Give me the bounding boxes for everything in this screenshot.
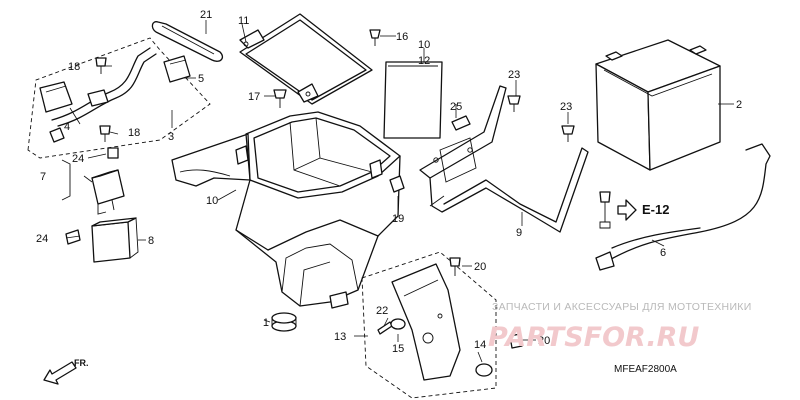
battery-bracket-part-9 — [419, 85, 589, 233]
callout-18-bottom: 18 — [128, 127, 140, 139]
bolt-part-17 — [273, 89, 287, 108]
battery-cable-part-6 — [595, 143, 771, 271]
section-ref-e12: E-12 — [642, 202, 669, 217]
callout-17: 17 — [248, 91, 260, 103]
callout-25: 25 — [450, 101, 462, 113]
cable-assembly-group — [27, 37, 211, 159]
battery-holder-frame-part — [239, 13, 373, 105]
callout-23-mid: 23 — [560, 101, 572, 113]
watermark-logo: PARTSFOR.RU — [488, 322, 699, 353]
relay-part-7 — [61, 147, 125, 215]
callout-20-top: 20 — [474, 261, 486, 273]
clip-part-16 — [369, 29, 381, 46]
grommet-part-1 — [271, 312, 297, 332]
callout-20-bottom: 20 — [538, 335, 550, 347]
callout-21: 21 — [200, 9, 212, 21]
drawing-code: MFEAF2800A — [614, 364, 677, 375]
callout-18-top: 18 — [68, 61, 80, 73]
callout-1: 1 — [263, 317, 269, 329]
callout-22: 22 — [376, 305, 388, 317]
callout-7: 7 — [40, 171, 46, 183]
callout-16: 16 — [396, 31, 408, 43]
rod-part-25 — [451, 115, 471, 131]
callout-24-top: 24 — [72, 153, 84, 165]
cover-part-13 — [361, 251, 523, 399]
callout-14: 14 — [474, 339, 486, 351]
bolt-part-23a — [507, 95, 521, 112]
callout-19: 19 — [392, 213, 404, 225]
callout-5: 5 — [198, 73, 204, 85]
clip-part-20a — [449, 257, 461, 276]
watermark-text: ЗАПЧАСТИ И АКСЕССУАРЫ ДЛЯ МОТОТЕХНИКИ — [492, 301, 752, 313]
bolt-part-23b — [561, 125, 575, 142]
callout-3: 3 — [168, 131, 174, 143]
relay-boot-part-8 — [65, 217, 139, 263]
callout-15: 15 — [392, 343, 404, 355]
callout-23-top: 23 — [508, 69, 520, 81]
battery-pad-part — [383, 61, 443, 139]
callout-13: 13 — [334, 331, 346, 343]
clip-part-19 — [389, 175, 405, 193]
battery-strap-part — [151, 21, 224, 62]
battery-box-part-10 — [171, 111, 401, 309]
leader-lines — [65, 20, 734, 363]
callout-2: 2 — [736, 99, 742, 111]
callout-10-pad: 10 — [418, 39, 430, 51]
callout-11: 11 — [238, 15, 249, 27]
front-label: FR. — [74, 358, 89, 368]
callout-10-box: 10 — [206, 195, 218, 207]
front-direction-arrow: FR. — [43, 358, 89, 385]
callout-4: 4 — [64, 121, 70, 133]
callout-9: 9 — [516, 227, 522, 239]
callout-24-bottom: 24 — [36, 233, 48, 245]
battery-part-2 — [595, 39, 721, 171]
callout-12: 12 — [418, 55, 430, 67]
callout-8: 8 — [148, 235, 154, 247]
callout-6: 6 — [660, 247, 666, 259]
